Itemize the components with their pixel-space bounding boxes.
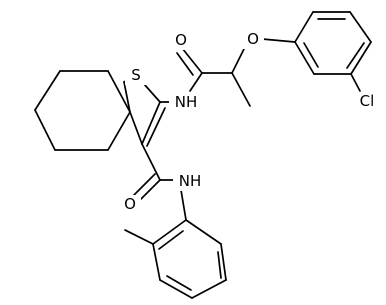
bond — [261, 38, 296, 43]
bond — [123, 81, 131, 113]
chlorine-atom-label: Cl — [360, 92, 375, 110]
atom-label-bg — [242, 30, 264, 49]
bond — [141, 101, 161, 145]
bond — [107, 111, 131, 151]
bond — [350, 41, 372, 75]
bond — [124, 229, 154, 245]
bond — [231, 72, 251, 107]
bond — [350, 73, 361, 92]
lower-carbonyl-oxygen-label: O — [124, 195, 136, 213]
bond — [152, 243, 161, 281]
bond — [34, 109, 56, 151]
atom-label-bg — [125, 66, 148, 85]
bond — [141, 143, 161, 181]
bond — [176, 52, 194, 76]
lower-nh-label: NH — [179, 172, 202, 190]
bond — [346, 42, 365, 69]
bond — [189, 72, 203, 92]
atom-label-bg — [353, 92, 382, 111]
bond — [294, 41, 315, 75]
bond — [129, 111, 143, 145]
bond — [166, 275, 192, 291]
bond — [158, 230, 184, 250]
bond — [34, 70, 61, 111]
bond — [191, 279, 227, 299]
bond — [220, 243, 227, 281]
bond — [181, 47, 203, 74]
sulfur-atom-label: S — [131, 66, 141, 84]
bond-layer — [34, 11, 372, 299]
upper-carbonyl-oxygen-label: O — [175, 31, 187, 49]
bond — [107, 70, 131, 113]
bond — [180, 189, 187, 221]
bond — [146, 107, 166, 147]
bond — [217, 251, 222, 279]
bond — [152, 219, 187, 245]
atom-label-bg — [119, 195, 141, 214]
bond — [231, 44, 247, 74]
ether-oxygen-label: O — [247, 30, 259, 48]
atom-label-bg — [169, 93, 203, 112]
bond — [303, 42, 319, 68]
bond — [130, 173, 156, 199]
upper-nh-label: NH — [175, 93, 198, 111]
atom-label-bg — [173, 172, 207, 191]
atom-label-layer: S O O Cl NH O NH — [119, 30, 382, 214]
bond — [294, 11, 314, 43]
bond — [185, 219, 222, 245]
atom-label-bg — [170, 31, 192, 50]
bond — [349, 11, 372, 43]
bond — [159, 279, 193, 299]
